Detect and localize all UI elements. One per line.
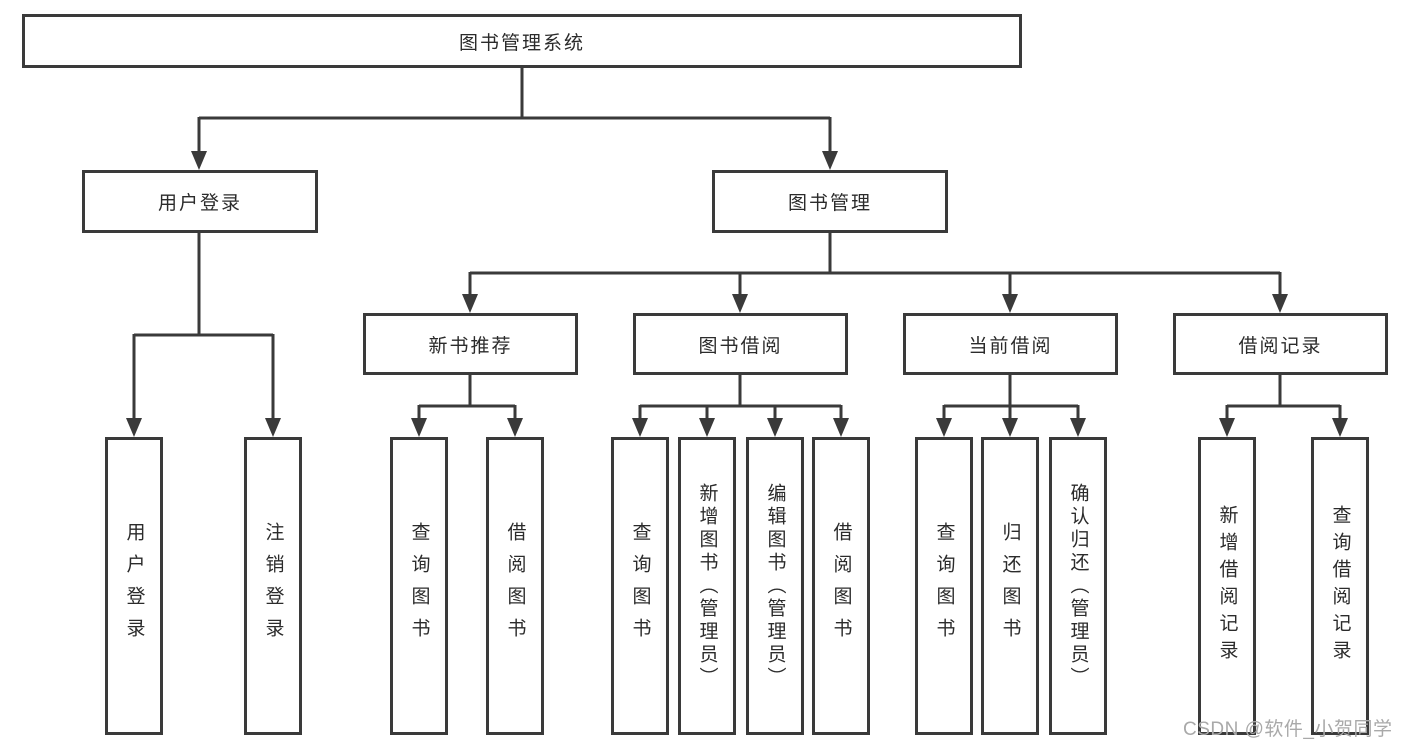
leaf-edit-books-admin: 编辑图书（管理员） — [746, 437, 804, 735]
leaf-logout: 注销登录 — [244, 437, 302, 735]
leaf-borrow-books-1-label: 借阅图书 — [504, 522, 526, 650]
leaf-confirm-return-admin: 确认归还（管理员） — [1049, 437, 1107, 735]
leaf-return-books: 归还图书 — [981, 437, 1039, 735]
leaf-borrow-books-2-label: 借阅图书 — [830, 522, 852, 650]
leaf-query-books-2-label: 查询图书 — [629, 522, 651, 650]
node-new-book-recommend: 新书推荐 — [363, 313, 578, 375]
node-current-borrow: 当前借阅 — [903, 313, 1118, 375]
node-new-book-recommend-label: 新书推荐 — [428, 335, 513, 357]
node-borrow-records-label: 借阅记录 — [1238, 335, 1323, 357]
leaf-query-books-3-label: 查询图书 — [933, 522, 955, 650]
leaf-query-books-1-label: 查询图书 — [408, 522, 430, 650]
leaf-return-books-label: 归还图书 — [999, 522, 1021, 650]
leaf-borrow-books-2: 借阅图书 — [812, 437, 870, 735]
leaf-add-borrow-record: 新增借阅记录 — [1198, 437, 1256, 735]
node-root-label: 图书管理系统 — [458, 32, 585, 54]
leaf-confirm-return-admin-label: 确认归还（管理员） — [1067, 482, 1089, 690]
node-book-borrow-label: 图书借阅 — [698, 335, 783, 357]
node-current-borrow-label: 当前借阅 — [968, 335, 1053, 357]
node-borrow-records: 借阅记录 — [1173, 313, 1388, 375]
node-book-management-label: 图书管理 — [787, 193, 872, 214]
node-book-management: 图书管理 — [712, 170, 948, 233]
leaf-edit-books-admin-label: 编辑图书（管理员） — [764, 482, 786, 690]
leaf-query-books-1: 查询图书 — [390, 437, 448, 735]
leaf-user-login-label: 用户登录 — [123, 522, 145, 650]
leaf-add-books-admin-label: 新增图书（管理员） — [696, 482, 718, 690]
leaf-query-books-3: 查询图书 — [915, 437, 973, 735]
node-book-borrow: 图书借阅 — [633, 313, 848, 375]
leaf-borrow-books-1: 借阅图书 — [486, 437, 544, 735]
node-user-login-label: 用户登录 — [157, 193, 242, 214]
leaf-query-borrow-record-label: 查询借阅记录 — [1329, 505, 1351, 667]
node-root: 图书管理系统 — [22, 14, 1022, 68]
csdn-watermark: CSDN @软件_小贺同学 — [1183, 719, 1393, 740]
leaf-add-borrow-record-label: 新增借阅记录 — [1216, 505, 1238, 667]
leaf-query-borrow-record: 查询借阅记录 — [1311, 437, 1369, 735]
leaf-query-books-2: 查询图书 — [611, 437, 669, 735]
leaf-user-login: 用户登录 — [105, 437, 163, 735]
node-user-login: 用户登录 — [82, 170, 318, 233]
leaf-logout-label: 注销登录 — [262, 522, 284, 650]
leaf-add-books-admin: 新增图书（管理员） — [678, 437, 736, 735]
